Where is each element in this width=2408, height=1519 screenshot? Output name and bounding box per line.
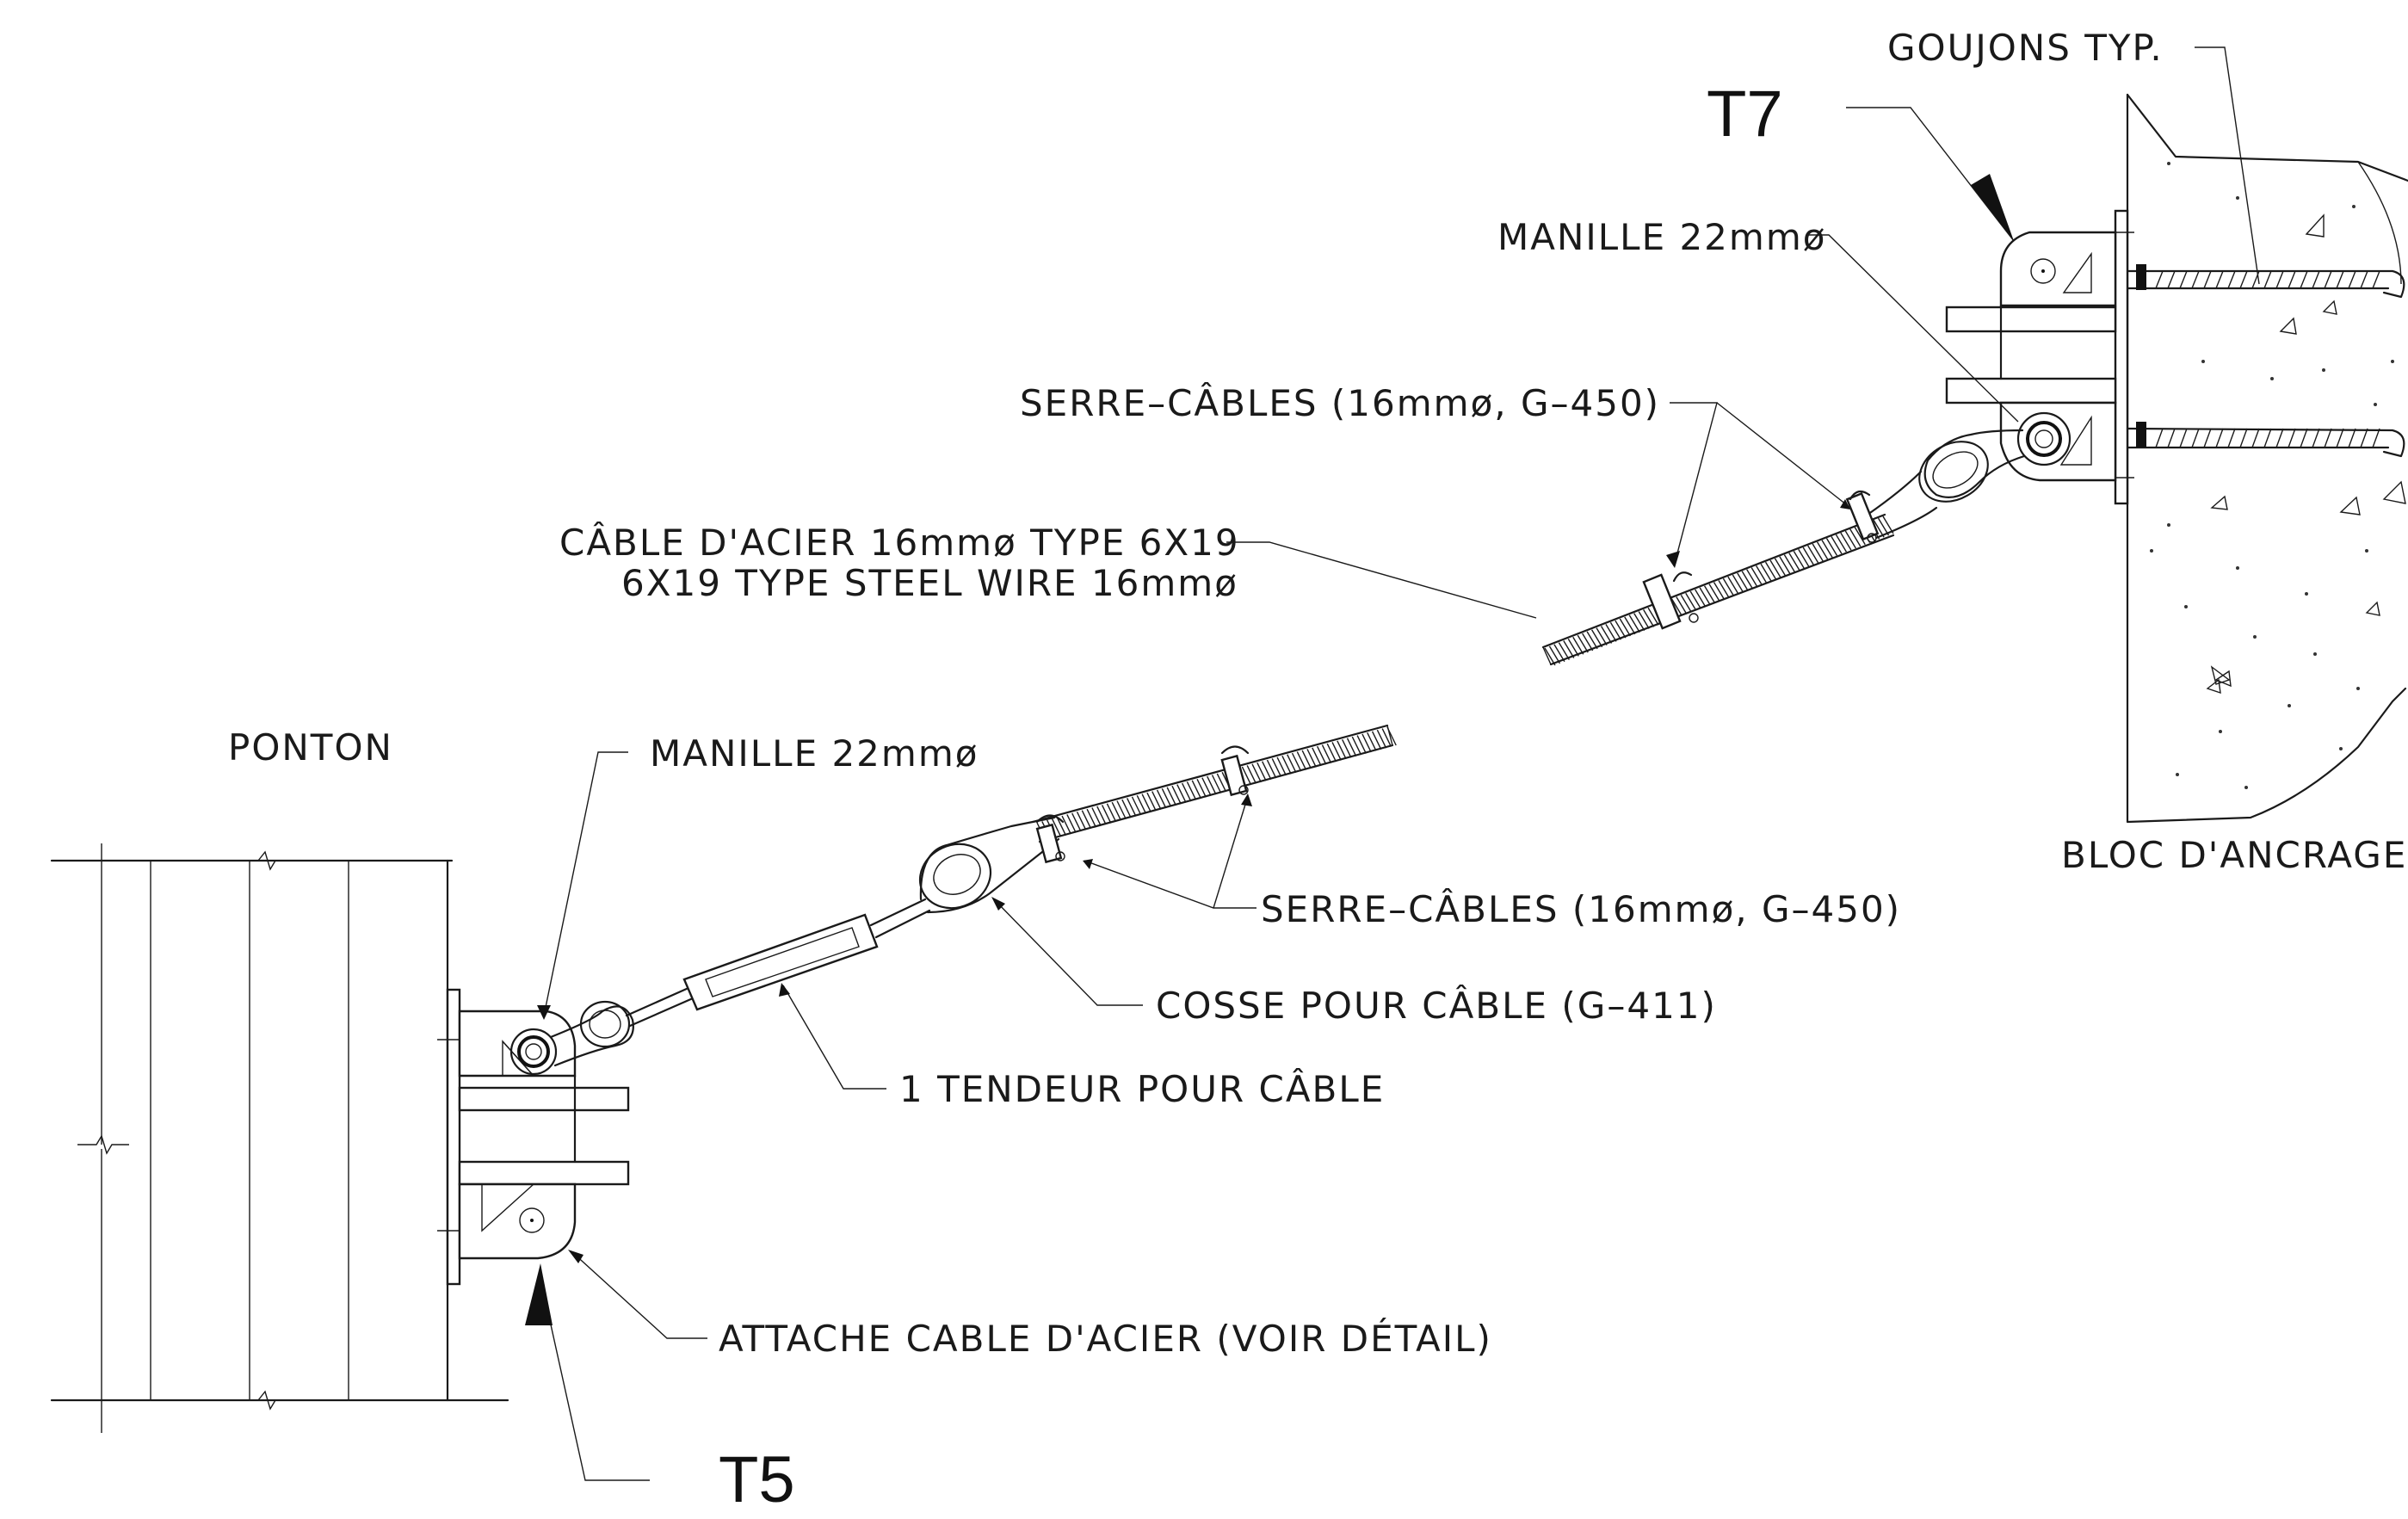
bottom-cable-clamp-1 xyxy=(1035,814,1065,864)
label-tendeur: 1 TENDEUR POUR CÂBLE xyxy=(899,1067,1385,1110)
top-wire-rope xyxy=(1541,490,1895,666)
label-manille-top: MANILLE 22mmø xyxy=(1497,216,1826,258)
bottom-shackle xyxy=(549,1000,634,1067)
anchor-bolts xyxy=(2104,264,2405,458)
leader-lines xyxy=(525,46,2260,1481)
top-thimble xyxy=(1866,429,2026,540)
label-cable-en: 6X19 TYPE STEEL WIRE 16mmø xyxy=(621,562,1238,604)
bottom-attachment-bracket xyxy=(437,988,630,1286)
top-cable-clamp-2 xyxy=(1642,571,1699,630)
tag-t7: T7 xyxy=(1707,77,1783,151)
label-manille-bottom: MANILLE 22mmø xyxy=(650,732,979,775)
anchor-block xyxy=(2126,93,2408,824)
label-serre-cables-top: SERRE–CÂBLES (16mmø, G–450) xyxy=(1020,381,1660,424)
label-bloc-ancrage: BLOC D'ANCRAGE xyxy=(2061,834,2407,876)
label-cable-fr: CÂBLE D'ACIER 16mmø TYPE 6X19 xyxy=(559,521,1240,564)
label-cosse: COSSE POUR CÂBLE (G–411) xyxy=(1156,984,1717,1027)
label-ponton: PONTON xyxy=(228,726,393,769)
label-serre-cables-bottom: SERRE–CÂBLES (16mmø, G–450) xyxy=(1261,887,1901,930)
top-cable-clamp-1 xyxy=(1845,490,1880,543)
pontoon xyxy=(50,843,509,1433)
bottom-thimble xyxy=(918,816,1060,914)
turnbuckle xyxy=(625,898,931,1028)
tag-t5: T5 xyxy=(719,1443,795,1516)
bottom-wire-rope xyxy=(1031,724,1397,864)
top-attachment-bracket xyxy=(1945,209,2134,505)
label-attache: ATTACHE CABLE D'ACIER (VOIR DÉTAIL) xyxy=(719,1317,1492,1360)
label-goujons: GOUJONS TYP. xyxy=(1887,27,2164,69)
bottom-cable-clamp-2 xyxy=(1220,745,1250,797)
